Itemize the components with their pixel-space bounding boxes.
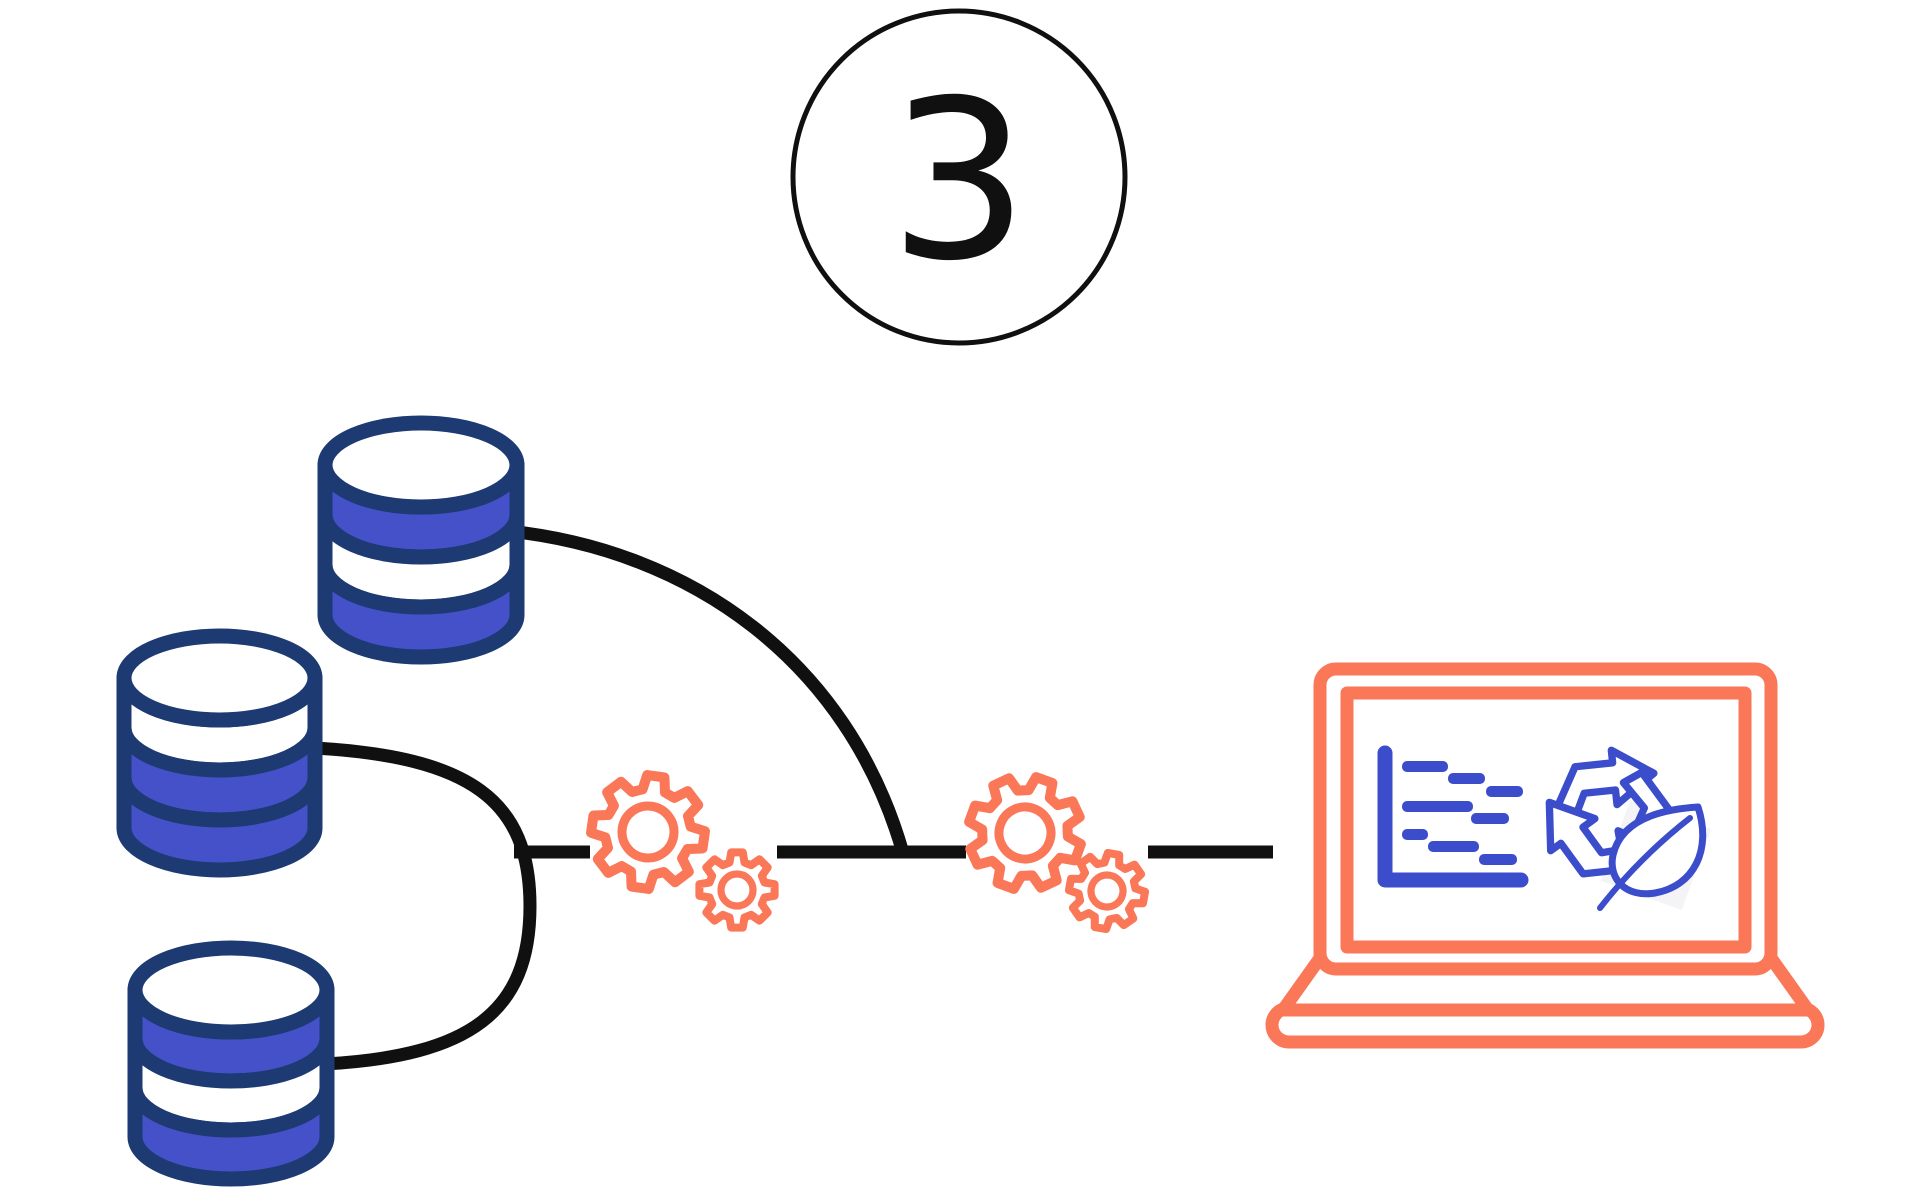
step-badge: 3 — [790, 8, 1128, 346]
gantt-bar — [1402, 801, 1473, 812]
database-icon-top — [317, 415, 525, 665]
gear-hub — [617, 801, 679, 863]
gear-icon-large — [964, 772, 1086, 894]
gear-icon-small — [1064, 848, 1150, 934]
gantt-chart-icon — [1377, 745, 1529, 888]
step-circle — [790, 8, 1128, 346]
gear-hub — [994, 802, 1056, 864]
gantt-bar — [1402, 829, 1428, 840]
gantt-axis — [1377, 745, 1529, 888]
gantt-bar — [1402, 761, 1448, 772]
database-top-ellipse — [116, 628, 323, 728]
gantt-bar — [1479, 854, 1517, 865]
laptop-screen-content — [1377, 745, 1712, 911]
gear-hub — [1087, 871, 1127, 911]
database-icon-bottom — [127, 940, 335, 1187]
database-band — [127, 1080, 335, 1187]
leaf-icon — [1597, 803, 1707, 911]
gear-pair-2 — [964, 772, 1150, 934]
database-top-ellipse — [317, 415, 525, 515]
gear-icon-large — [586, 770, 710, 894]
database-band — [116, 770, 323, 878]
database-top-ellipse — [127, 940, 335, 1040]
connectors — [314, 524, 1273, 1071]
gantt-bar — [1471, 813, 1509, 824]
database-band — [317, 557, 525, 665]
leaf-stem — [1597, 815, 1693, 911]
gantt-bar — [1428, 841, 1479, 852]
connector-top-database-arc — [507, 524, 910, 855]
gear-pair-1 — [586, 770, 779, 932]
gear-icon-small — [695, 848, 779, 932]
gantt-bar — [1486, 786, 1523, 797]
gantt-bar — [1448, 773, 1485, 784]
gear-hub — [717, 870, 757, 910]
database-icon-middle — [116, 628, 323, 878]
connector-middle-bottom-database-loop — [314, 741, 537, 1071]
laptop-icon — [1265, 662, 1825, 1049]
step-number: 3 — [889, 53, 1029, 309]
